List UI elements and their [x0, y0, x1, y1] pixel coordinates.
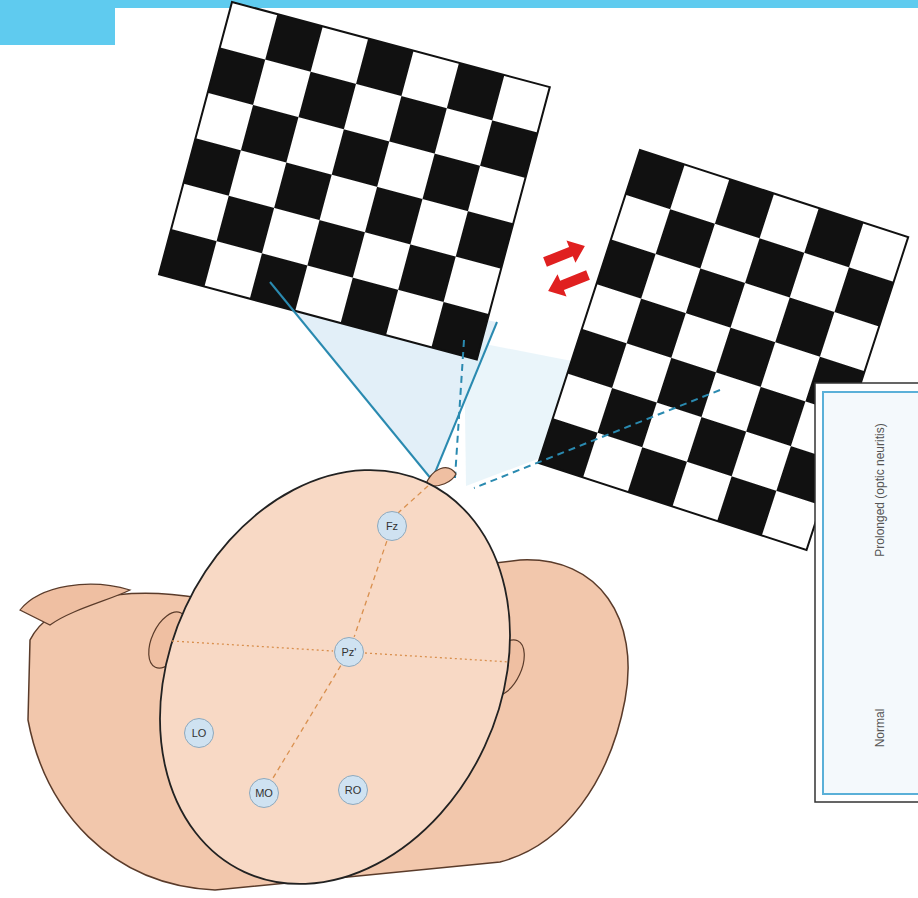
reversal-arrow	[544, 264, 593, 302]
reversal-arrow	[541, 235, 590, 273]
electrode-circle: MO	[249, 778, 279, 808]
checkerboard	[159, 2, 550, 360]
sight-line	[270, 282, 432, 480]
result-inner-panel	[823, 392, 918, 794]
trace-label: Prolonged (optic neuritis)	[873, 423, 887, 556]
top-bar	[0, 0, 918, 8]
electrode-label: Pz'	[342, 647, 357, 658]
head	[95, 412, 576, 898]
sight-line-dashed	[455, 340, 464, 478]
electrode-circle: Pz'	[334, 637, 364, 667]
electrode-circle: Fz	[377, 511, 407, 541]
electrode-label: RO	[345, 785, 362, 796]
sight-line-dashed	[474, 390, 720, 488]
midline-connector	[272, 666, 340, 780]
electrode-circle: LO	[184, 718, 214, 748]
transverse-line	[365, 653, 510, 662]
electrode-label: LO	[192, 728, 207, 739]
electrode-label: Fz	[386, 521, 398, 532]
corner-block	[0, 0, 115, 45]
hand	[20, 584, 130, 625]
result-panel	[815, 383, 918, 802]
transverse-line	[172, 641, 333, 651]
trace-label: Normal	[873, 709, 887, 748]
midline	[398, 486, 428, 513]
midline-connector	[354, 541, 387, 637]
electrode-label: MO	[255, 788, 273, 799]
electrode-circle: RO	[338, 775, 368, 805]
sight-line	[432, 322, 497, 480]
